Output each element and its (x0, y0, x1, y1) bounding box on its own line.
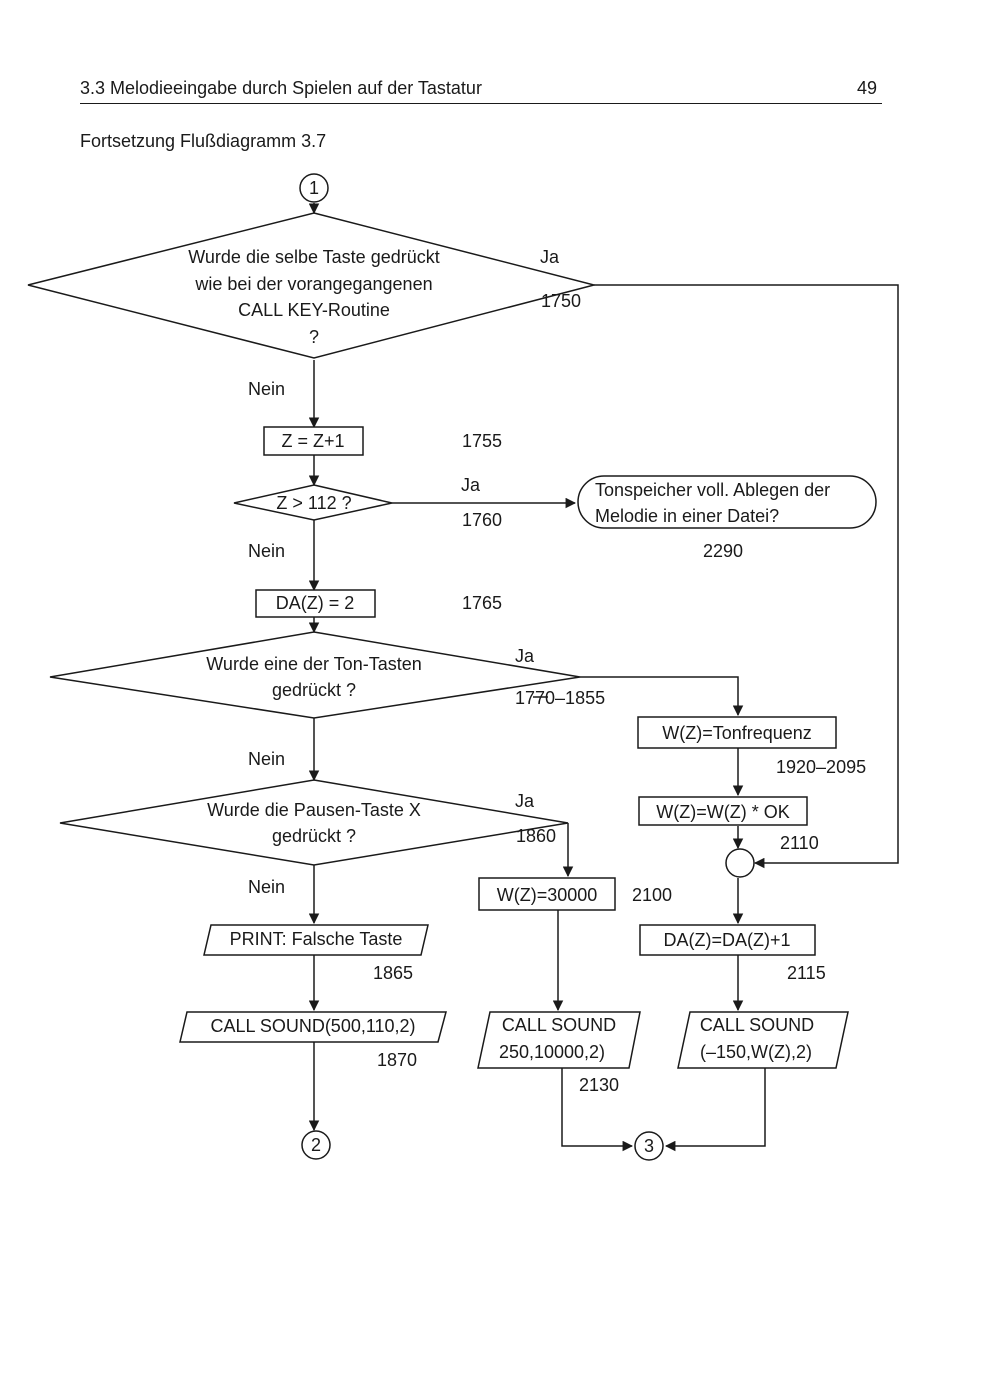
terminal-line2: Melodie in einer Datei? (595, 506, 779, 526)
ref-2115: 2115 (787, 963, 826, 983)
process-tone-frequency: W(Z)=Tonfrequenz (637, 716, 837, 749)
ref-1870: 1870 (377, 1050, 417, 1070)
d2-yes-label: Ja (461, 475, 481, 495)
connector-2: 2 (301, 1130, 331, 1160)
io-print-wrong-key: PRINT: Falsche Taste (203, 924, 429, 956)
ref-2130: 2130 (579, 1075, 619, 1095)
arrow-d1-yes (594, 284, 899, 869)
process-set-da: DA(Z) = 2 (255, 589, 376, 618)
decision-same-key-line1: Wurde die selbe Taste gedrückt (188, 247, 439, 267)
io-call-sound-tone-line2: (–150,W(Z),2) (700, 1042, 812, 1062)
process-set-da-text: DA(Z) = 2 (276, 593, 355, 613)
process-tone-frequency-text: W(Z)=Tonfrequenz (662, 723, 812, 743)
header-rule (80, 103, 882, 104)
d4-line-ref: 1860 (516, 826, 556, 846)
junction-circle (725, 848, 755, 878)
decision-same-key-line3: CALL KEY-Routine (238, 300, 390, 320)
decision-same-key: Wurde die selbe Taste gedrückt wie bei d… (27, 212, 597, 359)
io-call-sound-error: CALL SOUND(500,110,2) (179, 1011, 447, 1043)
d2-no-label: Nein (248, 541, 285, 561)
io-call-sound-error-text: CALL SOUND(500,110,2) (210, 1016, 415, 1036)
d3-yes-label: Ja (515, 646, 535, 666)
d4-yes-label: Ja (515, 791, 535, 811)
connector-2-label: 2 (311, 1135, 321, 1155)
decision-pause-key: Wurde die Pausen-Taste X gedrückt ? (59, 779, 569, 866)
ref-1760: 1760 (462, 510, 502, 530)
running-header-title: 3.3 Melodieeingabe durch Spielen auf der… (80, 78, 482, 98)
d4-no-label: Nein (248, 877, 285, 897)
flow-lines (308, 203, 899, 1152)
decision-z-over-112-text: Z > 112 ? (276, 493, 351, 513)
decision-z-over-112: Z > 112 ? (233, 484, 393, 521)
page-number: 49 (857, 78, 878, 98)
ref-2100: 2100 (632, 885, 672, 905)
decision-tone-key: Wurde eine der Ton-Tasten gedrückt ? (49, 631, 581, 719)
connector-3: 3 (634, 1131, 664, 1161)
process-increment-da-text: DA(Z)=DA(Z)+1 (663, 930, 790, 950)
process-increment-da: DA(Z)=DA(Z)+1 (639, 924, 816, 956)
decision-same-key-line2: wie bei der vorangegangenen (194, 274, 432, 294)
d1-yes-label: Ja (540, 247, 560, 267)
decision-pause-key-line2: gedrückt ? (272, 826, 356, 846)
connector-3-label: 3 (644, 1136, 654, 1156)
io-call-sound-pause-line2: 250,10000,2) (499, 1042, 605, 1062)
ref-1865: 1865 (373, 963, 413, 983)
decision-same-key-line4: ? (309, 327, 319, 347)
ref-1755: 1755 (462, 431, 502, 451)
process-increment-z-text: Z = Z+1 (281, 431, 344, 451)
ref-2110: 2110 (780, 833, 819, 853)
io-call-sound-tone-line1: CALL SOUND (700, 1015, 814, 1035)
connector-1-label: 1 (309, 178, 319, 198)
process-pause-value: W(Z)=30000 (478, 877, 616, 911)
io-call-sound-tone: CALL SOUND (–150,W(Z),2) (677, 1011, 849, 1069)
connector-1: 1 (299, 173, 329, 203)
d1-line-ref: 1750 (541, 291, 581, 311)
arrow-sound3-to-c3 (664, 1068, 766, 1152)
decision-tone-key-line1: Wurde eine der Ton-Tasten (206, 654, 421, 674)
process-pause-value-text: W(Z)=30000 (497, 885, 598, 905)
decision-pause-key-line1: Wurde die Pausen-Taste X (207, 800, 421, 820)
decision-tone-key-line2: gedrückt ? (272, 680, 356, 700)
ref-1920-2095: 1920–2095 (776, 757, 866, 777)
d3-line-ref: 1770–1855 (515, 688, 605, 708)
d1-no-label: Nein (248, 379, 285, 399)
arrow-d3-yes (580, 676, 744, 717)
process-increment-z: Z = Z+1 (263, 426, 364, 456)
d3-no-label: Nein (248, 749, 285, 769)
process-multiply-ok-text: W(Z)=W(Z) * OK (656, 802, 789, 822)
io-call-sound-pause-line1: CALL SOUND (502, 1015, 616, 1035)
ref-2290: 2290 (703, 541, 743, 561)
process-multiply-ok: W(Z)=W(Z) * OK (638, 796, 808, 826)
figure-caption: Fortsetzung Flußdiagramm 3.7 (80, 131, 327, 151)
terminal-memory-full: Tonspeicher voll. Ablegen der Melodie in… (577, 475, 877, 529)
terminal-line1: Tonspeicher voll. Ablegen der (595, 480, 830, 500)
io-print-wrong-key-text: PRINT: Falsche Taste (230, 929, 403, 949)
ref-1765: 1765 (462, 593, 502, 613)
arrow-sound2-to-c3 (561, 1068, 634, 1152)
io-call-sound-pause: CALL SOUND 250,10000,2) (477, 1011, 641, 1069)
